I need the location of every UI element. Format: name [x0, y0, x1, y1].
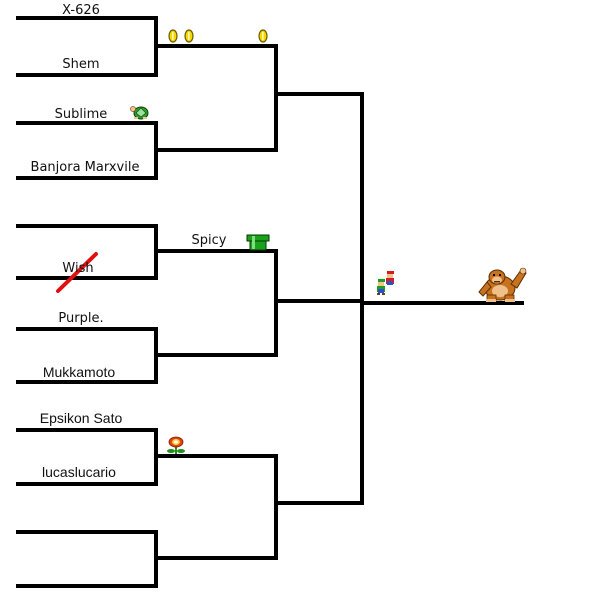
entrant-slot-2: Shem: [62, 57, 100, 72]
entrant-slot-3: Sublime: [54, 107, 108, 122]
entrant-slot-6: Wish: [62, 261, 94, 276]
bracket-line-r1-pair2: [16, 121, 278, 180]
coin-icon: [258, 29, 268, 43]
donkey-kong-icon: [478, 267, 527, 302]
bracket-line-r1-pair1: [16, 16, 278, 77]
entrant-slot-10: lucaslucario: [42, 464, 116, 480]
fire-flower-icon: [167, 436, 185, 454]
round2-slot-3: Spicy: [191, 233, 227, 248]
coin-icon: [184, 29, 194, 43]
koopa-shell-icon: [130, 106, 149, 120]
bracket-line-r1-pair3: [16, 224, 278, 280]
entrant-slot-1: X-626: [62, 3, 100, 18]
bracket-line-r2-middle: [274, 249, 364, 357]
warp-pipe-icon: [246, 234, 270, 251]
mario-bros-icon: [377, 271, 394, 295]
eliminated-strike: [56, 252, 98, 293]
entrant-slot-4: Banjora Marxvile: [30, 160, 140, 175]
bracket-line-r3: [360, 92, 524, 505]
coin-icon: [168, 29, 178, 43]
entrant-slot-9: Epsikon Sato: [39, 410, 123, 426]
entrant-slot-8: Mukkamoto: [42, 364, 116, 380]
bracket-line-r1-pair5: [16, 428, 278, 486]
bracket-line-r2-bottom: [274, 454, 364, 560]
bracket-line-r1-pair6: [16, 530, 278, 588]
bracket-line-r1-pair4: [16, 327, 278, 384]
entrant-slot-7: Purple.: [58, 311, 104, 326]
bracket-line-r2-top: [274, 44, 364, 152]
